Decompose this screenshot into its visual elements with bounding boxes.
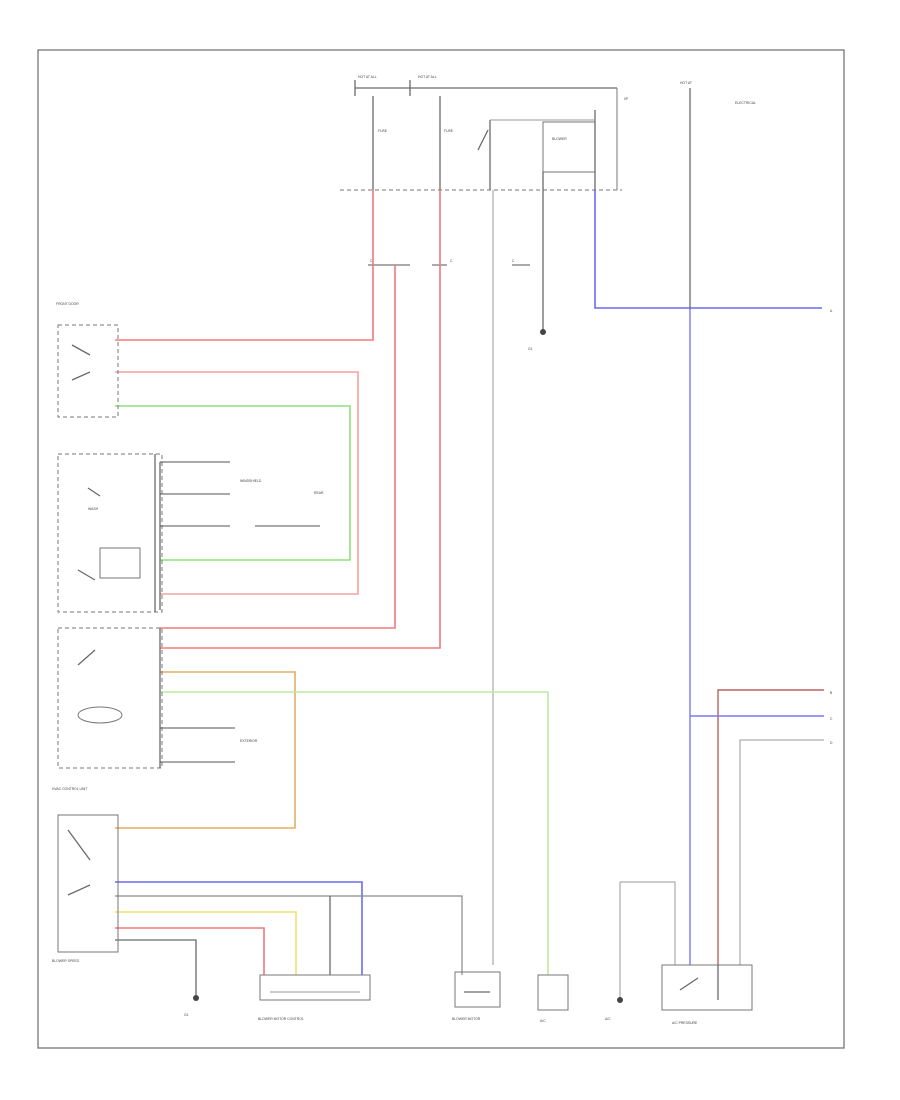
svg-text:FUSE: FUSE (378, 129, 388, 133)
svg-text:I/P: I/P (624, 97, 629, 101)
svg-text:BLOWER MOTOR CONTROL: BLOWER MOTOR CONTROL (258, 1017, 304, 1021)
svg-text:HOT AT ALL: HOT AT ALL (358, 75, 377, 79)
svg-text:A/C: A/C (540, 1019, 546, 1023)
selector-switch: BLOWER SPEED (52, 814, 119, 963)
ground-points: G1 A/C (184, 329, 623, 1021)
svg-text:BLOWER SPEED: BLOWER SPEED (52, 959, 80, 963)
wire-light-green (160, 691, 549, 975)
wire-red-1 (115, 190, 374, 341)
combination-switch-block: WASH WINDSHIELD REAR (57, 453, 324, 613)
svg-text:HVAC CONTROL UNIT: HVAC CONTROL UNIT (52, 787, 87, 791)
wire-pink-1 (115, 371, 359, 595)
right-edge-terminals: A B C D (830, 309, 833, 745)
wire-orange (115, 671, 296, 829)
svg-text:FRONT DOOR: FRONT DOOR (56, 302, 79, 306)
wire-red-lower (115, 927, 265, 975)
svg-text:G1: G1 (184, 1013, 189, 1017)
box-bottom-center: A/C (537, 974, 569, 1023)
wire-blue-top (594, 190, 822, 309)
wire-black-lower (115, 896, 331, 998)
svg-text:A/C PRESSURE: A/C PRESSURE (672, 1021, 698, 1025)
switch-group-lower: EXTERIOR HVAC CONTROL UNIT (52, 627, 258, 791)
sensor-bottom-right: A/C PRESSURE (661, 964, 753, 1025)
wire-yellow (115, 911, 297, 975)
wire-red-3 (160, 190, 441, 649)
wire-gray-right (619, 739, 824, 1000)
actuator-unit-bottom-left: BLOWER MOTOR CONTROL (258, 974, 371, 1021)
svg-text:ELECTRICAL: ELECTRICAL (735, 101, 756, 105)
wire-gray-lower (115, 895, 463, 975)
svg-text:C: C (450, 259, 453, 263)
svg-text:FUSE: FUSE (444, 129, 454, 133)
svg-text:HOT AT ALL: HOT AT ALL (418, 75, 437, 79)
top-right-fuse: HOT AT ELECTRICAL (680, 81, 756, 310)
wire-green-1 (115, 405, 351, 561)
relay-box-pins: C C C (368, 259, 530, 266)
svg-text:D: D (830, 741, 833, 745)
svg-text:WINDSHIELD: WINDSHIELD (240, 479, 262, 483)
svg-text:B: B (830, 691, 833, 695)
svg-text:C: C (830, 717, 833, 721)
svg-text:C: C (512, 259, 515, 263)
svg-text:BLOWER MOTOR: BLOWER MOTOR (452, 1017, 481, 1021)
diagram-border (37, 49, 845, 1049)
relay-box-top: HOT AT ALL HOT AT ALL FUSE FUSE BLOWER I… (340, 75, 629, 191)
svg-text:BLOWER: BLOWER (552, 137, 567, 141)
svg-text:A/C: A/C (605, 1017, 611, 1021)
svg-text:HOT AT: HOT AT (680, 81, 692, 85)
wire-dark-red-right (717, 689, 824, 965)
svg-text:EXTERIOR: EXTERIOR (240, 739, 258, 743)
svg-text:C: C (370, 259, 373, 263)
wire-blue-right (689, 310, 824, 965)
wire-black-ground: G1 (528, 190, 544, 351)
relay-bottom-center: BLOWER MOTOR (452, 971, 501, 1021)
wire-red-2 (160, 265, 396, 629)
svg-text:G1: G1 (528, 347, 533, 351)
svg-text:WASH: WASH (88, 507, 99, 511)
svg-text:REAR: REAR (314, 491, 324, 495)
door-switch: FRONT DOOR (56, 302, 119, 418)
wire-blue-lower (115, 881, 363, 975)
svg-text:A: A (830, 309, 833, 313)
